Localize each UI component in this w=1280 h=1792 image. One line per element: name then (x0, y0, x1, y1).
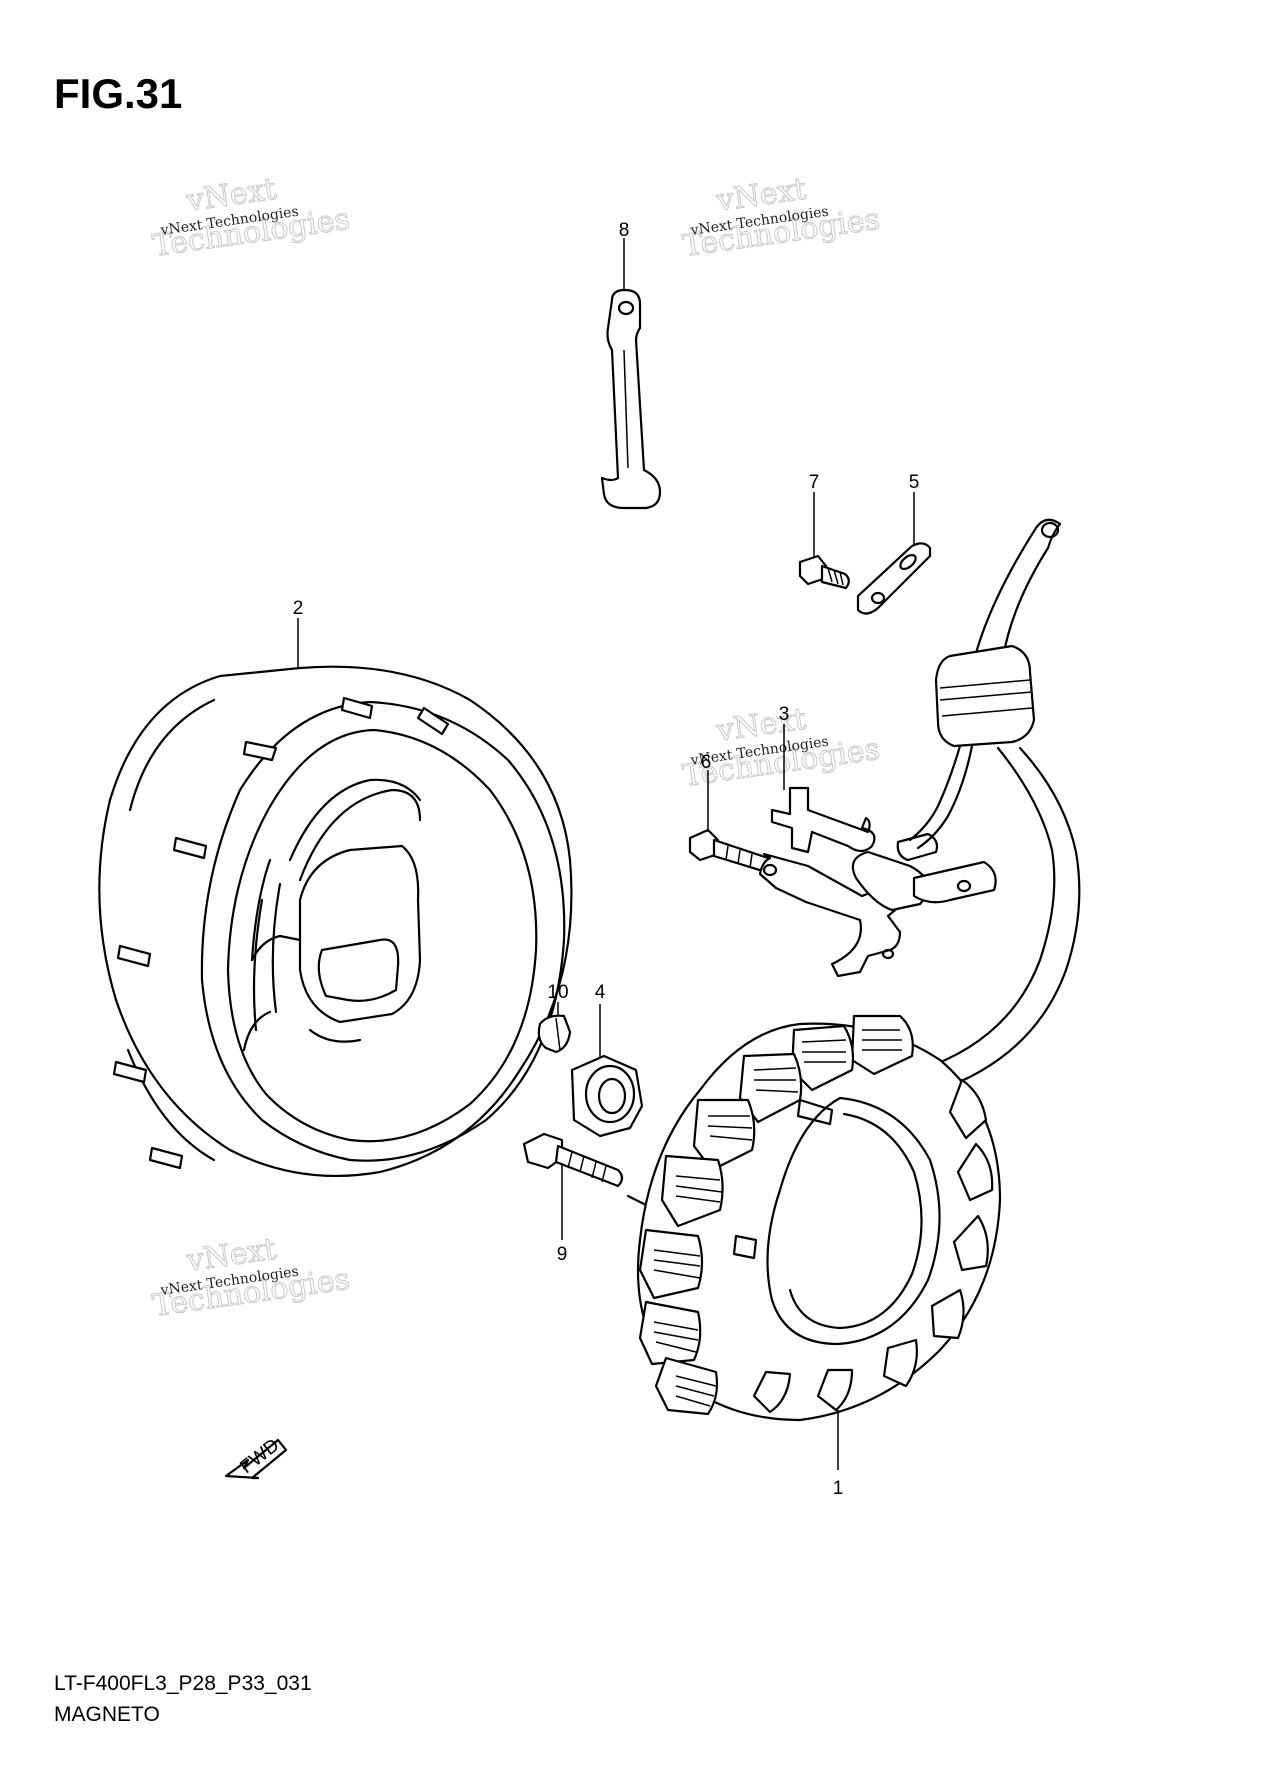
figure-name: MAGNETO (54, 1703, 160, 1726)
part-6-bolt (688, 828, 772, 874)
part-5-plate (856, 542, 932, 615)
callout-7: 7 (809, 472, 820, 493)
callout-6: 6 (701, 752, 712, 773)
fwd-direction-arrow: FWD (224, 1435, 288, 1480)
callout-labels: 8 5 7 2 3 6 10 4 9 1 (293, 220, 920, 1499)
leader-lines (297, 238, 915, 1470)
part-4-nut (570, 1054, 644, 1138)
watermark-2: vNext Technologies vNext Technologies (680, 171, 882, 264)
stator-coil-poles (638, 1014, 994, 1416)
rotor-slots (112, 696, 450, 1170)
callout-5: 5 (909, 472, 920, 493)
part-2-flywheel-rotor (98, 665, 573, 1177)
part-10-key (537, 1014, 572, 1054)
callout-8: 8 (619, 220, 630, 241)
callout-9: 9 (557, 1244, 568, 1265)
part-8-clamp (600, 288, 662, 510)
callout-2: 2 (293, 598, 304, 619)
callout-10: 10 (547, 982, 568, 1003)
part-7-bolt (798, 554, 850, 590)
callout-1: 1 (833, 1478, 844, 1499)
part-9-bolt (522, 1132, 654, 1210)
watermark-5: vNext Technologies vNext Technologies (150, 1231, 352, 1324)
callout-4: 4 (595, 982, 606, 1003)
callout-3: 3 (779, 704, 790, 725)
part-1-stator (636, 1014, 1002, 1422)
figure-code: LT-F400FL3_P28_P33_031 (54, 1672, 312, 1695)
watermark-1: vNext Technologies vNext Technologies (150, 171, 352, 264)
part-3-pickup-coil (758, 786, 997, 978)
figure-title: FIG.31 (54, 70, 183, 117)
